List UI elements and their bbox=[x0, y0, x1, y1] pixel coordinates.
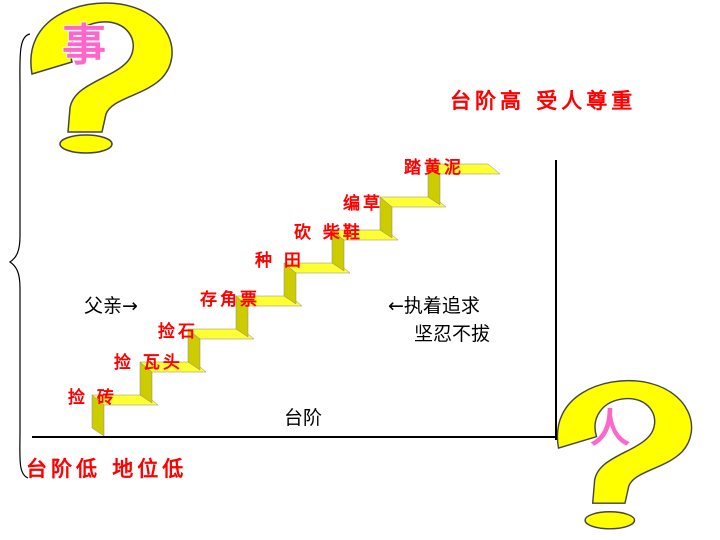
stair-tread bbox=[139, 361, 207, 373]
question-char-top: 事 bbox=[62, 20, 106, 71]
pursuit-line-2: 坚忍不拔 bbox=[414, 323, 490, 345]
step-label-4: 存角票 bbox=[200, 289, 260, 310]
father-label: 父亲→ bbox=[84, 295, 138, 317]
question-mark-bottom-icon bbox=[556, 379, 693, 530]
stair-tread bbox=[187, 328, 255, 340]
stair-tread bbox=[91, 394, 159, 406]
stair-tread bbox=[235, 295, 303, 307]
step-label-3: 捡石 bbox=[158, 321, 198, 342]
stairs-label: 台阶 bbox=[284, 407, 322, 429]
step-label-8: 踏黄泥 bbox=[404, 157, 464, 178]
stair-tread bbox=[379, 196, 447, 208]
stair-tread bbox=[283, 262, 351, 274]
pursuit-line-1: ←执着追求 bbox=[388, 295, 480, 317]
left-brace bbox=[8, 33, 31, 479]
stair-tread bbox=[331, 229, 399, 241]
stair-tread bbox=[427, 163, 501, 175]
step-label-7: 编草 bbox=[343, 193, 383, 214]
step-label-2: 捡 瓦头 bbox=[114, 352, 183, 373]
bottom-left-caption: 台阶低 地位低 bbox=[26, 456, 187, 481]
staircase bbox=[91, 163, 501, 437]
step-label-1: 捡 砖 bbox=[68, 387, 117, 408]
question-char-bottom: 人 bbox=[590, 406, 630, 452]
step-label-6: 砍 柴鞋 bbox=[294, 222, 363, 243]
top-right-caption: 台阶高 受人尊重 bbox=[450, 88, 636, 113]
step-label-5: 种 田 bbox=[254, 250, 304, 271]
